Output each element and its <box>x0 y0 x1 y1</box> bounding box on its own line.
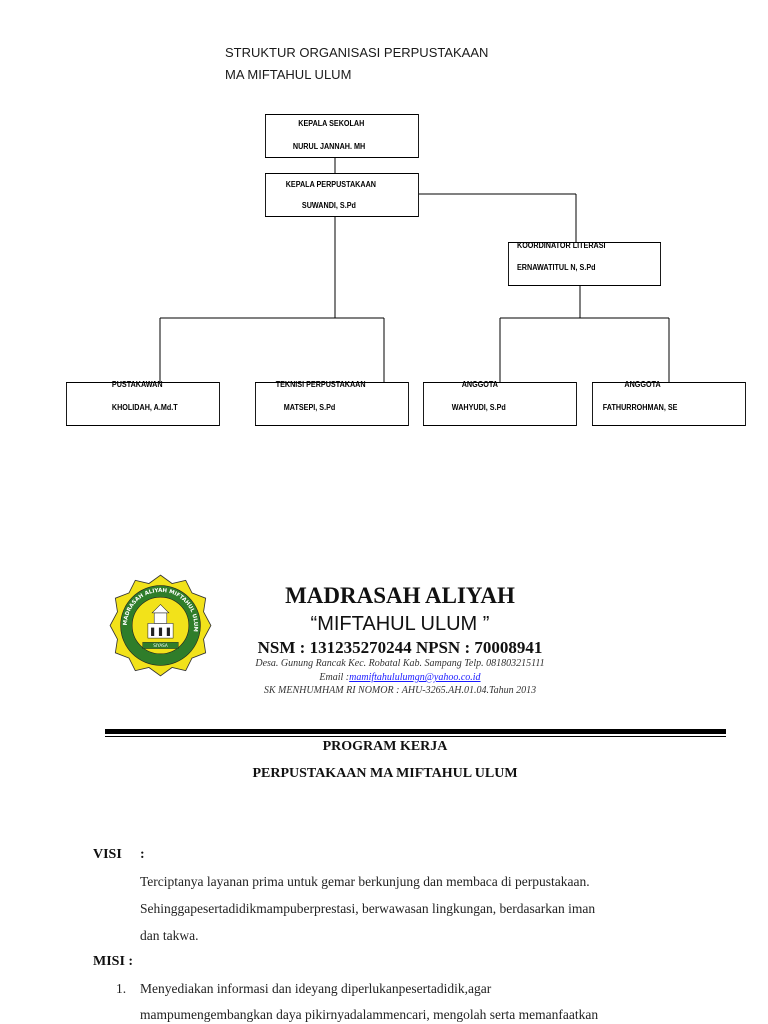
letterhead-divider-thick <box>105 729 726 734</box>
letterhead-school-name: “MIFTAHUL ULUM ” <box>310 613 490 635</box>
org-box-anggota-2: ANGGOTA FATHURROHMAN, SE <box>592 380 746 426</box>
email-link[interactable]: mamiftahululumgn@yahoo.co.id <box>349 672 481 683</box>
letterhead-email-line: Email :mamiftahululumgn@yahoo.co.id <box>210 672 590 683</box>
org-person-name: SUWANDI, S.Pd <box>301 201 356 210</box>
misi-heading: MISI : <box>93 954 134 969</box>
org-person-name: FATHURROHMAN, SE <box>602 403 678 412</box>
visi-line: dan takwa. <box>140 928 199 943</box>
org-role-label: ANGGOTA <box>624 380 661 389</box>
letterhead-nsm-npsn: NSM : 131235270244 NPSN : 70008941 <box>257 638 543 657</box>
letterhead-address: Desa. Gunung Rancak Kec. Robatal Kab. Sa… <box>255 658 545 669</box>
org-role-label: ANGGOTA <box>461 380 498 389</box>
document-subtitle: PERPUSTAKAAN MA MIFTAHUL ULUM <box>252 766 518 781</box>
misi-item-number: 1. <box>116 981 127 996</box>
misi-line: Menyediakan informasi dan ideyang diperl… <box>140 981 492 996</box>
visi-line: Terciptanya layanan prima untuk gemar be… <box>140 874 590 889</box>
org-box-anggota-1: ANGGOTA WAHYUDI, S.Pd <box>423 380 577 426</box>
email-label: Email : <box>319 672 350 683</box>
org-box-kepala-perpustakaan: KEPALA PERPUSTAKAAN SUWANDI, S.Pd <box>265 173 419 217</box>
school-emblem-icon: MADRASAH ALIYAH MIFTAHUL ULUM SIYASA <box>109 574 212 677</box>
org-role-label: KEPALA PERPUSTAKAAN <box>285 180 376 189</box>
org-person-name: KHOLIDAH, A.Md.T <box>111 403 178 412</box>
org-chart-title-line2: MA MIFTAHUL ULUM <box>225 67 352 82</box>
misi-line: mampumengembangkan daya pikirnyadalammen… <box>140 1007 599 1022</box>
letterhead-institution-name: MADRASAH ALIYAH <box>285 583 515 608</box>
org-role-label: KOORDINATOR LITERASI <box>517 241 606 250</box>
org-person-name: ERNAWATITUL N, S.Pd <box>517 263 596 272</box>
org-person-name: WAHYUDI, S.Pd <box>451 403 506 412</box>
org-person-name: MATSEPI, S.Pd <box>283 403 336 412</box>
letterhead-divider-thin <box>105 736 726 737</box>
org-chart-connectors <box>159 157 670 382</box>
visi-line: Sehinggapesertadidikmampuberprestasi, be… <box>140 901 596 916</box>
visi-heading: VISI <box>93 847 122 862</box>
org-role-label: KEPALA SEKOLAH <box>298 119 365 128</box>
document-title: PROGRAM KERJA <box>322 739 448 754</box>
org-chart-title-line1: STRUKTUR ORGANISASI PERPUSTAKAAN <box>225 45 489 60</box>
visi-colon: : <box>140 847 145 862</box>
org-box-pustakawan: PUSTAKAWAN KHOLIDAH, A.Md.T <box>66 380 220 426</box>
org-person-name: NURUL JANNAH. MH <box>292 142 366 151</box>
org-box-teknisi-perpustakaan: TEKNISI PERPUSTAKAAN MATSEPI, S.Pd <box>255 380 409 426</box>
org-role-label: PUSTAKAWAN <box>111 380 163 389</box>
letterhead-sk-number: SK MENHUMHAM RI NOMOR : AHU-3265.AH.01.0… <box>263 685 537 696</box>
org-role-label: TEKNISI PERPUSTAKAAN <box>275 380 366 389</box>
emblem-motto: SIYASA <box>153 643 168 648</box>
org-box-kepala-sekolah: KEPALA SEKOLAH NURUL JANNAH. MH <box>265 114 419 158</box>
org-box-koordinator-literasi: KOORDINATOR LITERASI ERNAWATITUL N, S.Pd <box>508 241 661 286</box>
